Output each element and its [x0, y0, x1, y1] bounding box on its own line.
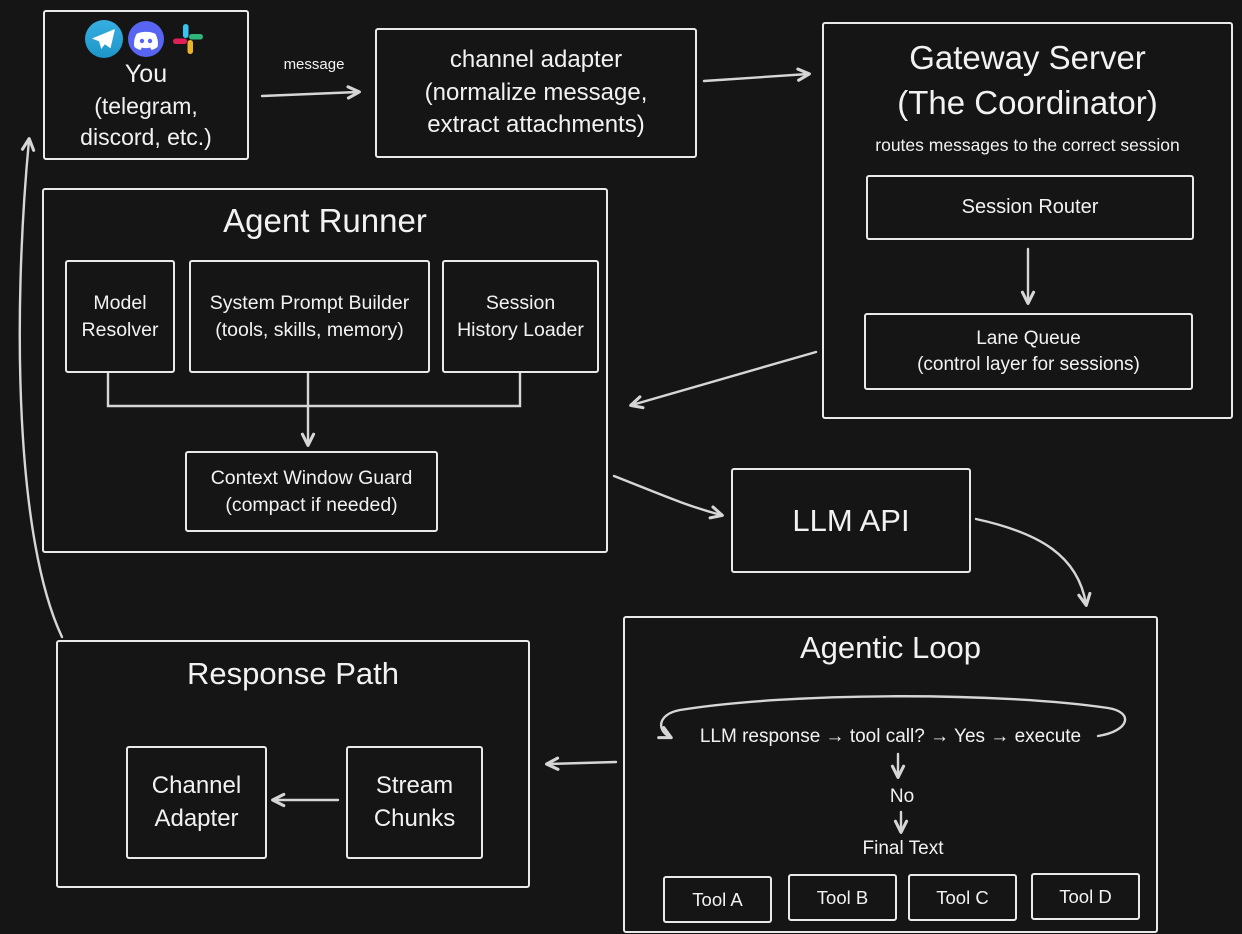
- agent-runner-title: Agent Runner: [223, 202, 427, 239]
- system-prompt-builder-box: System Prompt Builder (tools, skills, me…: [189, 260, 430, 373]
- tool-c-box: Tool C: [908, 874, 1017, 921]
- message-arrow-label: message: [283, 56, 345, 73]
- response-path-title: Response Path: [187, 656, 399, 691]
- arrow-gateway-to-agent-runner: [629, 350, 818, 410]
- slack-icon: [169, 20, 207, 58]
- final-text-label: Final Text: [862, 838, 944, 859]
- agentic-loop-title: Agentic Loop: [800, 630, 981, 665]
- arrow-llm-api-to-agentic-loop: [974, 517, 1092, 607]
- model-resolver-box: Model Resolver: [65, 260, 175, 373]
- session-router-box: Session Router: [866, 175, 1194, 240]
- session-history-loader-box: Session History Loader: [442, 260, 599, 373]
- gateway-server-box: Gateway Server (The Coordinator) routes …: [822, 22, 1233, 419]
- tool-b-box: Tool B: [788, 874, 897, 921]
- no-label: No: [889, 786, 915, 807]
- context-window-guard-box: Context Window Guard (compact if needed): [185, 451, 438, 532]
- arrow-channel-adapter-to-gateway: [702, 67, 811, 83]
- discord-icon: [128, 21, 164, 57]
- arrow-agent-runner-to-llm-api: [612, 474, 724, 520]
- loop-text: LLM response → tool call? → Yes → execut…: [699, 726, 1082, 747]
- you-box: You (telegram, discord, etc.): [43, 10, 249, 160]
- llm-api-box: LLM API: [731, 468, 971, 573]
- lane-queue-box: Lane Queue (control layer for sessions): [864, 313, 1193, 390]
- telegram-icon: [85, 20, 123, 58]
- tool-d-box: Tool D: [1031, 873, 1140, 920]
- arrow-agentic-loop-to-response-path: [545, 756, 618, 771]
- tool-a-box: Tool A: [663, 876, 772, 923]
- channel-adapter-box: channel adapter (normalize message, extr…: [375, 28, 697, 158]
- response-path-box: Response Path Channel Adapter Stream Chu…: [56, 640, 530, 888]
- gateway-server-title: Gateway Server (The Coordinator): [897, 39, 1158, 121]
- agentic-loop-box: Agentic Loop LLM response → tool call? →…: [623, 616, 1158, 933]
- you-subtitle: (telegram, discord, etc.): [80, 93, 212, 151]
- arrow-you-to-channel-adapter: [260, 85, 361, 100]
- response-channel-adapter-box: Channel Adapter: [126, 746, 267, 859]
- gateway-server-subtitle: routes messages to the correct session: [875, 135, 1180, 155]
- stream-chunks-box: Stream Chunks: [346, 746, 483, 859]
- agent-runner-box: Agent Runner Model Resolver System Promp…: [42, 188, 608, 553]
- you-title: You: [124, 60, 168, 88]
